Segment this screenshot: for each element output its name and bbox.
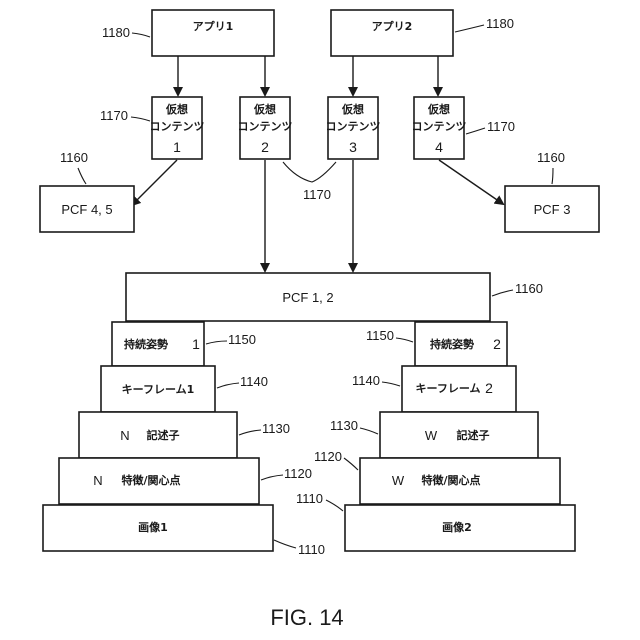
svg-text:仮想: 仮想 (427, 102, 450, 116)
lead-app-right (455, 25, 484, 32)
svg-text:コンテンツ: コンテンツ (412, 120, 467, 133)
pcf-12-label: PCF 1, 2 (282, 290, 333, 305)
app-2-label: アプリ2 (372, 19, 413, 33)
svg-text:N: N (93, 473, 102, 488)
svg-text:1: 1 (192, 336, 200, 352)
ref-image-left: 1110 (298, 542, 325, 557)
lead-feature-left (261, 475, 283, 480)
svg-text:特徴/関心点: 特徴/関心点 (121, 473, 180, 487)
pcf-3-label: PCF 3 (534, 202, 571, 217)
svg-text:キーフレーム: キーフレーム (415, 382, 480, 395)
lead-image-left (274, 540, 296, 548)
left-image: 画像1 (43, 505, 273, 551)
ref-descriptor-right: 1130 (330, 418, 358, 433)
left-persistent-pose: 持続姿勢 1 (112, 322, 204, 366)
svg-text:コンテンツ: コンテンツ (238, 120, 293, 133)
left-feature: N 特徴/関心点 (59, 458, 259, 504)
ref-pose-right: 1150 (366, 328, 394, 343)
ref-vc-left: 1170 (100, 108, 128, 123)
ref-keyframe-left: 1140 (240, 374, 268, 389)
svg-text:コンテンツ: コンテンツ (150, 120, 205, 133)
lead-vc-right (466, 128, 485, 134)
left-descriptor: N 記述子 (79, 412, 237, 458)
right-feature: W 特徴/関心点 (360, 458, 560, 504)
svg-text:仮想: 仮想 (253, 102, 276, 116)
virtual-content-1: 仮想 コンテンツ 1 (150, 97, 205, 159)
ref-vc-middle: 1170 (303, 187, 331, 202)
right-keyframe: キーフレーム 2 (402, 366, 516, 412)
svg-text:キーフレーム1: キーフレーム1 (122, 383, 195, 396)
pcf-45-label: PCF 4, 5 (61, 202, 112, 217)
virtual-content-3: 仮想 コンテンツ 3 (326, 97, 381, 159)
lead-descriptor-right (360, 428, 378, 434)
svg-text:2: 2 (493, 336, 501, 352)
svg-text:W: W (392, 473, 405, 488)
svg-text:N: N (120, 428, 129, 443)
arrow-vc4-pcf3 (439, 160, 503, 204)
lead-pcf-main (492, 290, 513, 296)
svg-text:W: W (425, 428, 438, 443)
svg-text:画像2: 画像2 (442, 520, 472, 534)
ref-app-right: 1180 (486, 16, 514, 31)
ref-feature-left: 1120 (284, 466, 312, 481)
svg-text:2: 2 (485, 380, 493, 396)
ref-vc-right: 1170 (487, 119, 515, 134)
lead-image-right (326, 500, 343, 511)
virtual-content-2: 仮想 コンテンツ 2 (238, 97, 293, 159)
svg-text:3: 3 (349, 139, 357, 155)
figure-caption: FIG. 14 (270, 605, 343, 630)
svg-text:コンテンツ: コンテンツ (326, 120, 381, 133)
svg-text:持続姿勢: 持続姿勢 (124, 337, 168, 351)
app-1-box (152, 10, 274, 56)
ref-descriptor-left: 1130 (262, 421, 290, 436)
lead-pose-left (206, 341, 227, 344)
lead-vc-middle (283, 162, 336, 182)
ref-pcf-right: 1160 (537, 150, 565, 165)
lead-pcf-right (552, 168, 553, 184)
lead-pcf-left (78, 168, 86, 184)
svg-text:特徴/関心点: 特徴/関心点 (421, 473, 480, 487)
svg-text:2: 2 (261, 139, 269, 155)
ref-pose-left: 1150 (228, 332, 256, 347)
svg-text:持続姿勢: 持続姿勢 (430, 337, 474, 351)
lead-app-left (132, 33, 150, 37)
ref-pcf-left: 1160 (60, 150, 88, 165)
svg-text:記述子: 記述子 (457, 428, 490, 442)
app-1-label: アプリ1 (193, 19, 234, 33)
virtual-content-4: 仮想 コンテンツ 4 (412, 97, 467, 159)
ref-app-left: 1180 (102, 25, 130, 40)
ref-keyframe-right: 1140 (352, 373, 380, 388)
ref-image-right: 1110 (296, 491, 323, 506)
svg-text:記述子: 記述子 (147, 428, 180, 442)
svg-text:1: 1 (173, 139, 181, 155)
left-keyframe: キーフレーム1 (101, 366, 215, 412)
svg-text:仮想: 仮想 (341, 102, 364, 116)
svg-text:画像1: 画像1 (138, 520, 168, 534)
lead-feature-right (344, 458, 358, 470)
lead-pose-right (396, 338, 413, 342)
lead-keyframe-left (217, 383, 239, 388)
ref-feature-right: 1120 (314, 449, 342, 464)
lead-vc-left (131, 117, 150, 121)
right-persistent-pose: 持続姿勢 2 (415, 322, 507, 366)
lead-descriptor-left (239, 430, 261, 435)
ref-pcf-main: 1160 (515, 281, 543, 296)
lead-keyframe-right (382, 382, 400, 386)
svg-text:仮想: 仮想 (165, 102, 188, 116)
right-descriptor: W 記述子 (380, 412, 538, 458)
app-2-box (331, 10, 453, 56)
arrow-vc1-pcf45 (132, 160, 177, 205)
svg-text:4: 4 (435, 139, 443, 155)
right-image: 画像2 (345, 505, 575, 551)
